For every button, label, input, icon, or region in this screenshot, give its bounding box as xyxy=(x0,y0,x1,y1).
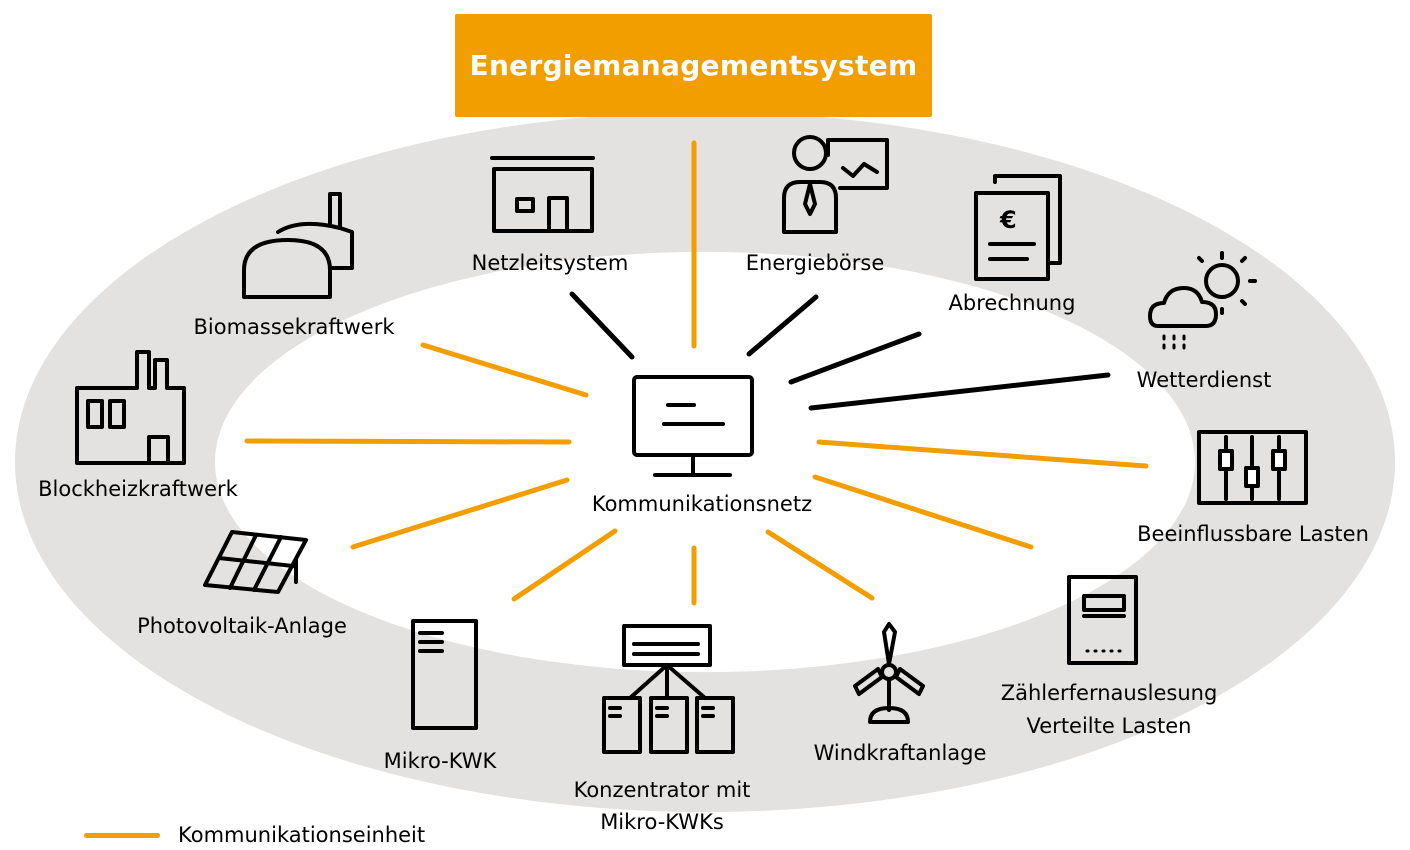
connector-mikro-kwk xyxy=(511,528,618,602)
label-zaehler-line1: Zählerfernauslesung xyxy=(1001,681,1218,705)
ring-background xyxy=(15,112,1395,812)
svg-text:€: € xyxy=(999,206,1017,234)
wind-turbine-icon xyxy=(853,622,925,724)
label-beeinflussbare-lasten: Beeinflussbare Lasten xyxy=(1137,522,1369,546)
biogas-plant-icon xyxy=(242,192,354,299)
cabinet-icon xyxy=(411,619,478,730)
legend: Kommunikationseinheit xyxy=(84,820,425,850)
connector-energieboerse xyxy=(746,294,819,357)
legend-swatch xyxy=(84,832,160,838)
legend-label: Kommunikationseinheit xyxy=(178,823,426,847)
presenter-chart-icon xyxy=(782,135,889,234)
connector-windkraftanlage xyxy=(765,529,875,601)
concentrator-icon xyxy=(602,624,735,754)
diagram-title: Energiemanagementsystem xyxy=(469,49,918,82)
weather-icon xyxy=(1148,251,1257,350)
label-wetterdienst: Wetterdienst xyxy=(1137,368,1272,392)
solar-panel-icon xyxy=(203,530,308,594)
label-center: Kommunikationsnetz xyxy=(592,492,812,516)
control-room-icon xyxy=(490,156,595,233)
meter-icon xyxy=(1067,575,1138,665)
equalizer-icon xyxy=(1197,430,1308,505)
label-mikro-kwk: Mikro-KWK xyxy=(384,749,498,773)
factory-icon xyxy=(75,350,186,465)
label-windkraftanlage: Windkraftanlage xyxy=(814,741,987,765)
connector-netzleitsystem xyxy=(569,291,635,360)
label-abrechnung: Abrechnung xyxy=(949,291,1076,315)
label-netzleitsystem: Netzleitsystem xyxy=(472,251,629,275)
connector-photovoltaik xyxy=(350,477,570,550)
energiemanagementsystem-box: Energiemanagementsystem xyxy=(455,14,932,117)
label-blockheizkraftwerk: Blockheizkraftwerk xyxy=(38,477,239,501)
invoice-euro-icon: € xyxy=(974,174,1062,281)
node-labels: Kommunikationsnetz Netzleitsystem Energi… xyxy=(38,251,1369,834)
connector-zaehler xyxy=(812,474,1034,550)
connector-abrechnung xyxy=(788,331,922,385)
label-biomassekraftwerk: Biomassekraftwerk xyxy=(193,315,395,339)
label-photovoltaik: Photovoltaik-Anlage xyxy=(137,614,347,638)
label-zaehler-line2: Verteilte Lasten xyxy=(1027,714,1192,738)
connector-blockheizkraftwerk xyxy=(244,438,572,445)
monitor-icon xyxy=(632,375,754,477)
connector-wetterdienst xyxy=(808,372,1111,411)
connector-biomassekraftwerk xyxy=(420,342,589,398)
label-konzentrator-line1: Konzentrator mit xyxy=(574,778,751,802)
connector-beeinflussbare-lasten xyxy=(816,439,1149,469)
label-konzentrator-line2: Mikro-KWKs xyxy=(600,810,724,834)
label-energieboerse: Energiebörse xyxy=(746,251,885,275)
